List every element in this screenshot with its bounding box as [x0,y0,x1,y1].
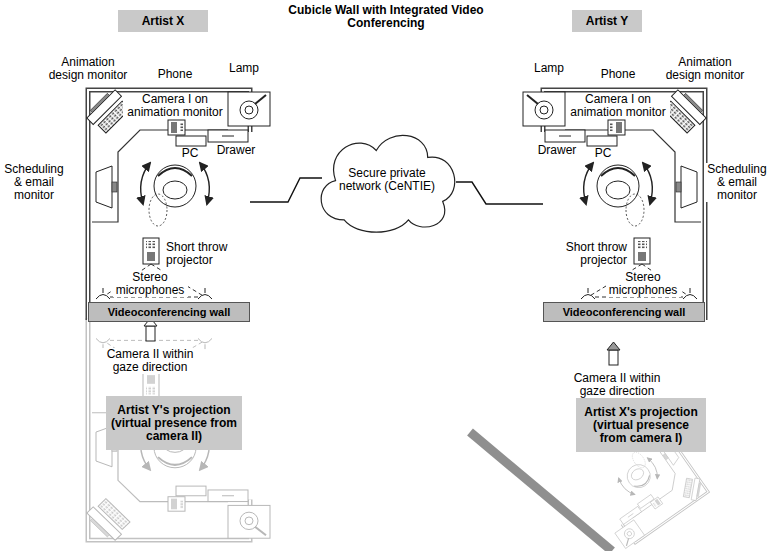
cloud-outline [321,135,455,232]
node-title: Artist Y [586,15,628,28]
right-cubicle [523,88,708,320]
network-link [250,178,322,202]
camera-icon [609,350,618,365]
part-label: Camera I on animation monitor [123,93,227,119]
projection-box: Artist Y's projection(virtual presence f… [106,396,242,450]
camera-icon [144,318,620,365]
left-projected-cubicle [85,318,270,542]
projection-box: Artist X's projection(virtual presence f… [576,398,706,452]
node-title: Videoconferencing wall [563,306,686,318]
part-label: PC [179,147,201,160]
part-label: Scheduling & email monitor [706,163,768,202]
part-label: PC [592,147,614,160]
part-label: Short throw projector [165,241,235,267]
network-link [456,182,543,204]
part-label: Phone [153,68,197,81]
part-label: Camera II within gaze direction [569,372,665,398]
part-label: Phone [596,68,640,81]
camera-icon [146,326,155,341]
videoconferencing-wall: Videoconferencing wall [543,302,705,322]
videoconferencing-wall: Videoconferencing wall [88,302,250,322]
part-label: Animation design monitor [660,56,750,82]
network-cloud: Secure private network (CeNTIE) [312,125,462,235]
part-label: Lamp [529,62,569,75]
part-label: Stereo microphones [606,271,681,297]
part-label: Camera II within gaze direction [102,348,198,374]
part-label: Scheduling & email monitor [3,163,65,202]
left-cubicle [85,88,270,320]
part-label: Drawer [535,144,579,157]
camera-icon [607,342,620,350]
artist-header: Artist Y [572,10,642,32]
part-label: Animation design monitor [43,56,133,82]
node-title: Artist X's projection [584,406,698,419]
part-label: Short throw projector [558,241,628,267]
node-title: Secure private network (CeNTIE) [330,167,444,193]
node-body: (virtual presence from camera II) [110,417,238,443]
node-title: Artist Y's projection [117,404,230,417]
part-label: Camera I on animation monitor [566,93,670,119]
node-title: Videoconferencing wall [108,306,231,318]
node-title: Artist X [142,15,185,28]
artist-header: Artist X [118,10,208,32]
part-label: Lamp [224,62,264,75]
node-body: (virtual presence from camera I) [580,419,702,445]
diagram-title: Cubicle Wall with Integrated Video Confe… [261,4,511,30]
part-label: Stereo microphones [113,271,188,297]
part-label: Drawer [214,144,258,157]
